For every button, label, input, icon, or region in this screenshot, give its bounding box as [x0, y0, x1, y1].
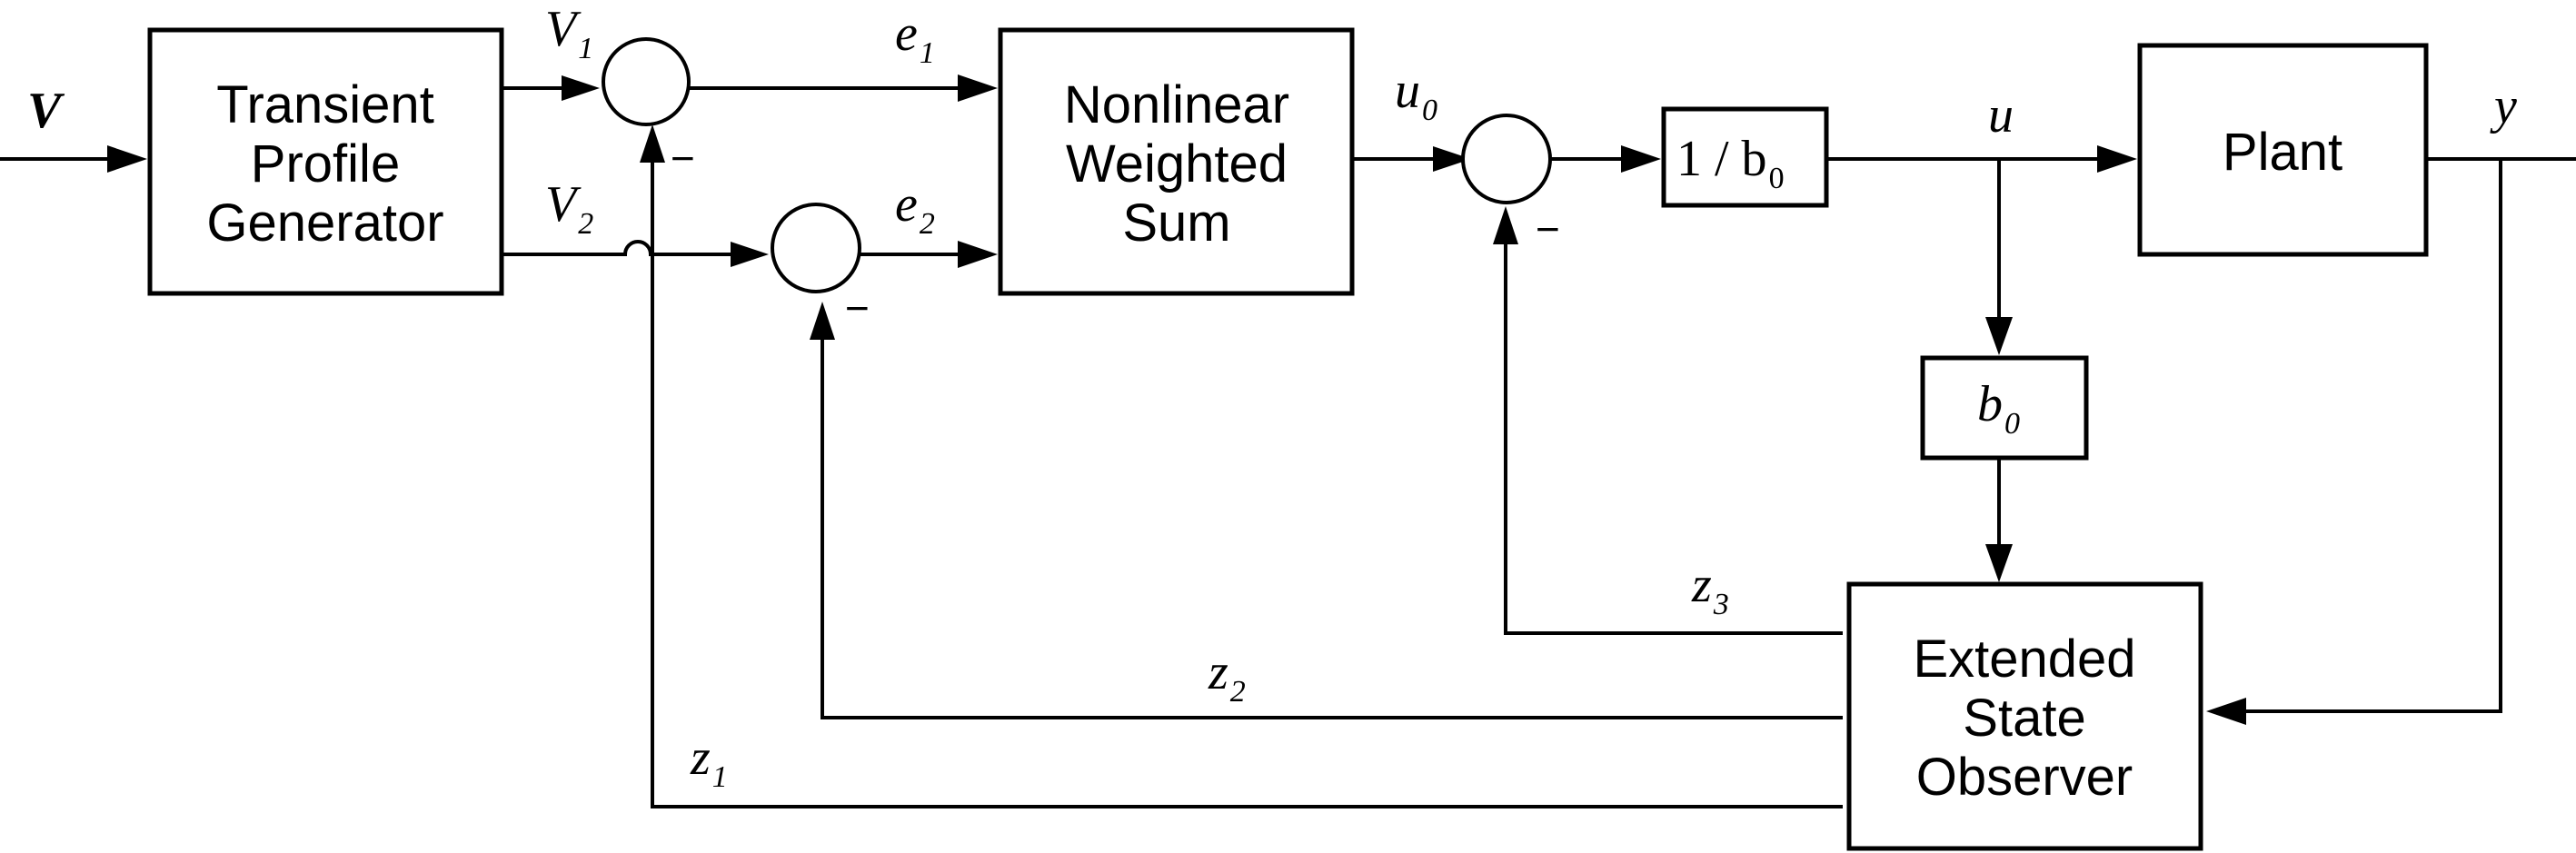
arrow-to-eso — [1985, 544, 2013, 582]
tpg-label-line2: Profile — [251, 134, 400, 193]
minus-sign-s2: − — [845, 284, 870, 332]
signal-z3-sub: 3 — [1713, 588, 1729, 621]
signal-e2-sub: 2 — [920, 207, 935, 241]
minus-sign-s3: − — [1536, 205, 1560, 253]
arrow-to-s3 — [1433, 146, 1471, 172]
signal-v1-main: V — [545, 1, 582, 57]
signal-z3-main: z — [1691, 557, 1712, 613]
signal-y-label: y — [2490, 78, 2517, 134]
arrow-to-plant — [2097, 145, 2137, 173]
signal-e1-main: e — [895, 5, 918, 62]
wire-y-feedback — [2244, 159, 2502, 713]
arrow-y-to-eso — [2206, 698, 2246, 725]
eso-label-line3: Observer — [1916, 748, 2133, 807]
signal-v-label: V — [27, 83, 65, 139]
signal-z1-sub: 1 — [712, 760, 728, 794]
svg-text:V2: V2 — [545, 176, 593, 241]
eso-label-line2: State — [1963, 689, 2085, 748]
signal-u-label: u — [1988, 87, 2014, 144]
sum-junction-3 — [1461, 114, 1552, 204]
wire-v2 — [502, 240, 741, 256]
extended-state-observer-block: Extended State Observer — [1846, 581, 2203, 851]
gain-b0-main: b — [1977, 376, 2003, 432]
arrow-to-s2 — [731, 242, 769, 267]
arrow-e2-to-nws — [958, 241, 998, 268]
svg-text:1 / b0: 1 / b0 — [1676, 131, 1785, 195]
arrow-to-gain-inv — [1621, 145, 1661, 173]
signal-e1-sub: 1 — [920, 36, 935, 70]
sum-junction-2 — [771, 203, 861, 293]
eso-label-line1: Extended — [1913, 630, 2135, 689]
signal-e2-main: e — [895, 176, 918, 233]
arrow-to-s1 — [562, 75, 600, 101]
svg-text:z2: z2 — [1208, 644, 1246, 709]
signal-z2-main: z — [1208, 644, 1228, 700]
nws-label-line1: Nonlinear — [1064, 75, 1289, 134]
plant-label: Plant — [2223, 123, 2342, 182]
arrow-to-tpg — [107, 145, 147, 173]
signal-v1-sub: 1 — [578, 32, 593, 65]
svg-text:b0: b0 — [1977, 376, 2020, 441]
signal-v2-main: V — [545, 176, 582, 233]
arrow-z2-to-s2 — [810, 302, 835, 340]
sum-junction-1 — [602, 37, 691, 126]
nws-label-line2: Weighted — [1066, 134, 1288, 193]
arrow-z1-to-s1 — [640, 124, 665, 163]
arrowheads — [107, 74, 2246, 725]
signal-u0-sub: 0 — [1422, 94, 1437, 127]
b0-gain-block: b0 — [1920, 355, 2089, 461]
minus-sign-s1: − — [671, 134, 695, 182]
nws-label-line3: Sum — [1122, 193, 1230, 253]
wires — [0, 86, 2576, 808]
transient-profile-generator-block: Transient Profile Generator — [147, 27, 504, 296]
tpg-label-line1: Transient — [216, 75, 434, 134]
tpg-label-line3: Generator — [206, 193, 443, 253]
wire-z3 — [1504, 241, 1843, 635]
svg-text:z1: z1 — [690, 729, 728, 794]
inverse-gain-block: 1 / b0 — [1661, 106, 1829, 208]
gain-inv-main: 1 / b — [1676, 131, 1767, 187]
svg-text:V1: V1 — [545, 1, 593, 65]
svg-text:u0: u0 — [1395, 63, 1437, 127]
signal-v2-sub: 2 — [578, 207, 593, 241]
plant-block: Plant — [2137, 43, 2429, 257]
signal-z1-main: z — [690, 729, 711, 786]
signal-z2-sub: 2 — [1230, 675, 1246, 709]
gain-b0-sub: 0 — [2004, 407, 2020, 441]
arrow-z3-to-s3 — [1493, 206, 1518, 244]
svg-text:z3: z3 — [1691, 557, 1729, 621]
svg-text:e2: e2 — [895, 176, 935, 241]
arrow-to-b0 — [1985, 317, 2013, 355]
signal-u0-main: u — [1395, 63, 1420, 119]
nonlinear-weighted-sum-block: Nonlinear Weighted Sum — [998, 27, 1355, 296]
wire-z2 — [821, 336, 1843, 719]
gain-inv-sub: 0 — [1769, 162, 1785, 195]
wire-z1 — [651, 159, 1843, 808]
arrow-e1-to-nws — [958, 74, 998, 102]
svg-text:e1: e1 — [895, 5, 935, 70]
